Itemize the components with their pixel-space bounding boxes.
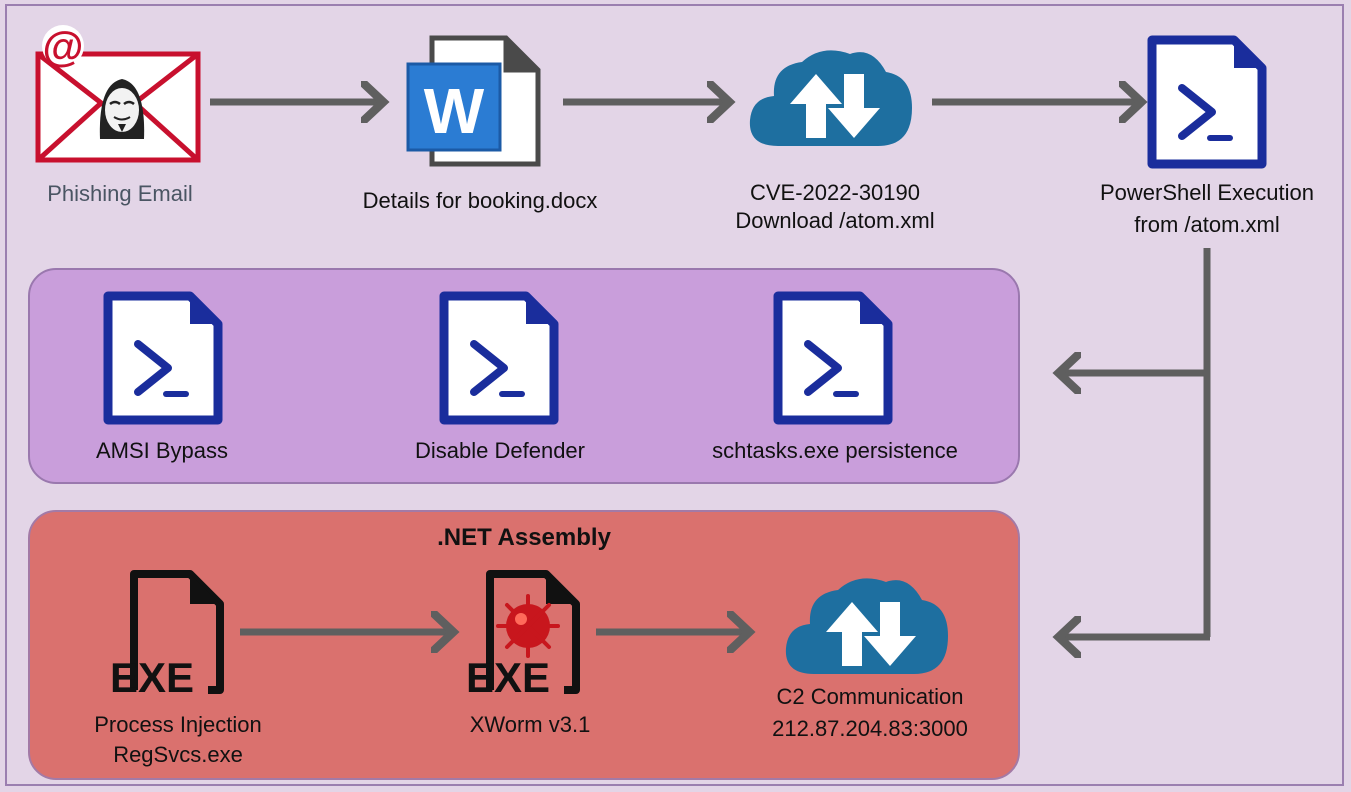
svg-text:W: W: [424, 75, 485, 147]
powershell-script-icon: [1147, 35, 1267, 169]
schtasks-persistence-icon: [773, 291, 893, 425]
cve-label-line2: Download /atom.xml: [735, 208, 935, 233]
cloud-download-icon: [749, 50, 912, 146]
phishing-email-label: Phishing Email: [47, 181, 193, 206]
disable-defender-label: Disable Defender: [415, 438, 585, 463]
amsi-bypass-icon: [103, 291, 223, 425]
powershell-label-line2: from /atom.xml: [1134, 212, 1280, 237]
process-injection-label-line2: RegSvcs.exe: [113, 742, 243, 767]
schtasks-persistence-label: schtasks.exe persistence: [712, 438, 958, 463]
xworm-label: XWorm v3.1: [469, 712, 591, 737]
at-symbol: @: [43, 24, 84, 70]
exe-text: EXE: [466, 654, 550, 698]
c2-cloud-icon: [785, 578, 948, 674]
c2-label-line1: C2 Communication: [776, 684, 964, 709]
dotnet-assembly-title: .NET Assembly: [437, 524, 611, 551]
exe-text: EXE: [110, 654, 194, 698]
exe-file-icon: EXE: [110, 570, 224, 698]
disable-defender-icon: [439, 291, 559, 425]
process-injection-label-line1: Process Injection: [94, 712, 262, 737]
amsi-bypass-label: AMSI Bypass: [95, 438, 229, 463]
docx-label: Details for booking.docx: [362, 188, 598, 213]
xworm-exe-icon: EXE: [466, 570, 580, 698]
c2-label-line2: 212.87.204.83:3000: [772, 716, 968, 741]
cve-label-line1: CVE-2022-30190: [749, 180, 920, 205]
powershell-label-line1: PowerShell Execution: [1099, 180, 1314, 205]
virus-icon: [496, 594, 560, 658]
word-document-icon: W: [406, 35, 541, 167]
diagram-frame: [5, 4, 1344, 786]
phishing-email-icon: @: [35, 24, 201, 163]
